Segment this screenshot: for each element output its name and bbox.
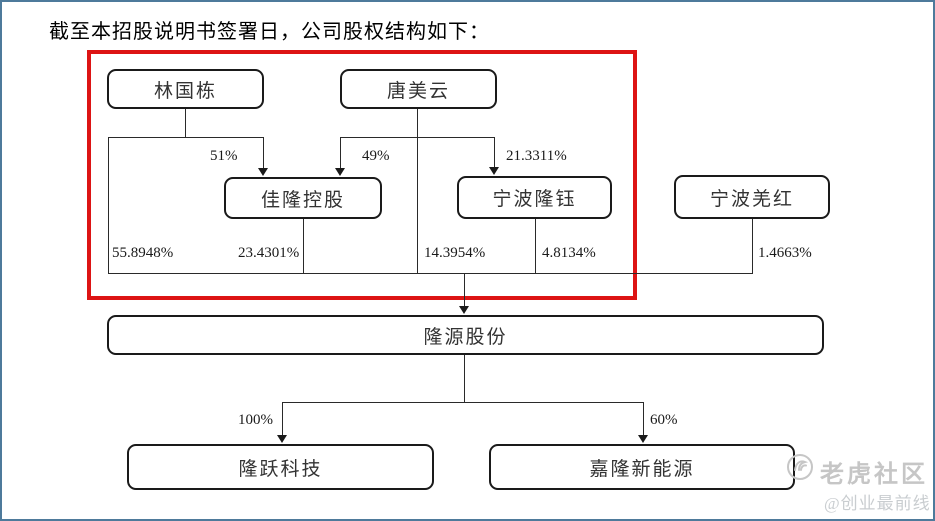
node-jialong-holdings: 佳隆控股 (224, 177, 382, 219)
arrowhead-into-longyu (489, 167, 499, 175)
highlight-red-box (87, 50, 637, 300)
node-label: 唐美云 (386, 80, 450, 102)
arrowhead-into-longyuan (459, 306, 469, 314)
watermark-handle: @创业最前线 (824, 494, 931, 513)
collector-line (108, 273, 753, 274)
connector-lin-down (185, 109, 186, 137)
pct-label-55-8948: 55.8948% (112, 245, 174, 261)
arrowhead-into-longyue (277, 435, 287, 443)
node-label: 隆源股份 (423, 326, 508, 348)
node-tang-meiyun: 唐美云 (340, 69, 497, 109)
node-jialong-new-energy: 嘉隆新能源 (489, 444, 795, 490)
split-line-subsidiaries (282, 402, 643, 403)
pct-label-14-3954: 14.3954% (424, 245, 486, 261)
pct-label-100: 100% (238, 412, 273, 428)
tiger-logo-icon (786, 453, 814, 481)
arrowhead-into-jialong-right (335, 168, 345, 176)
connector-tang-branch (340, 137, 494, 138)
connector-lin-branch (108, 137, 264, 138)
node-ningbo-qianghong: 宁波羌红 (674, 175, 830, 219)
watermark-brand: 老虎社区 (820, 462, 928, 488)
connector-21-drop (494, 137, 495, 169)
connector-qianghong-to-collector (752, 219, 753, 273)
arrowhead-into-jlxny (638, 435, 648, 443)
node-label: 林国栋 (153, 80, 217, 102)
node-longyuan-shares: 隆源股份 (107, 315, 824, 355)
connector-longyu-to-collector (535, 219, 536, 273)
connector-60-drop (643, 402, 644, 436)
pct-label-60: 60% (650, 412, 678, 428)
node-label: 宁波羌红 (709, 188, 794, 210)
connector-jialong-to-collector (303, 219, 304, 273)
connector-49-drop (340, 137, 341, 170)
pct-label-49: 49% (362, 148, 390, 164)
pct-label-23-4301: 23.4301% (238, 245, 300, 261)
node-label: 隆跃科技 (238, 458, 323, 480)
connector-100-drop (282, 402, 283, 436)
node-lin-guodong: 林国栋 (107, 69, 264, 109)
connector-tang-to-collector (417, 109, 418, 273)
connector-lin-to-collector (108, 137, 109, 273)
connector-collector-to-longyuan (464, 273, 465, 307)
connector-51-drop (263, 137, 264, 170)
pct-label-21-3311: 21.3311% (506, 148, 567, 164)
node-label: 佳隆控股 (260, 189, 345, 211)
node-label: 宁波隆钰 (492, 189, 577, 210)
node-label: 嘉隆新能源 (589, 458, 695, 480)
node-ningbo-longyu: 宁波隆钰 (457, 176, 612, 219)
arrowhead-into-jialong-left (258, 168, 268, 176)
connector-longyuan-down (464, 355, 465, 402)
pct-label-51: 51% (210, 148, 238, 164)
page-title: 截至本招股说明书签署日，公司股权结构如下： (49, 21, 490, 43)
pct-label-4-8134: 4.8134% (542, 245, 596, 261)
node-longyue-tech: 隆跃科技 (127, 444, 434, 490)
pct-label-1-4663: 1.4663% (758, 245, 812, 261)
